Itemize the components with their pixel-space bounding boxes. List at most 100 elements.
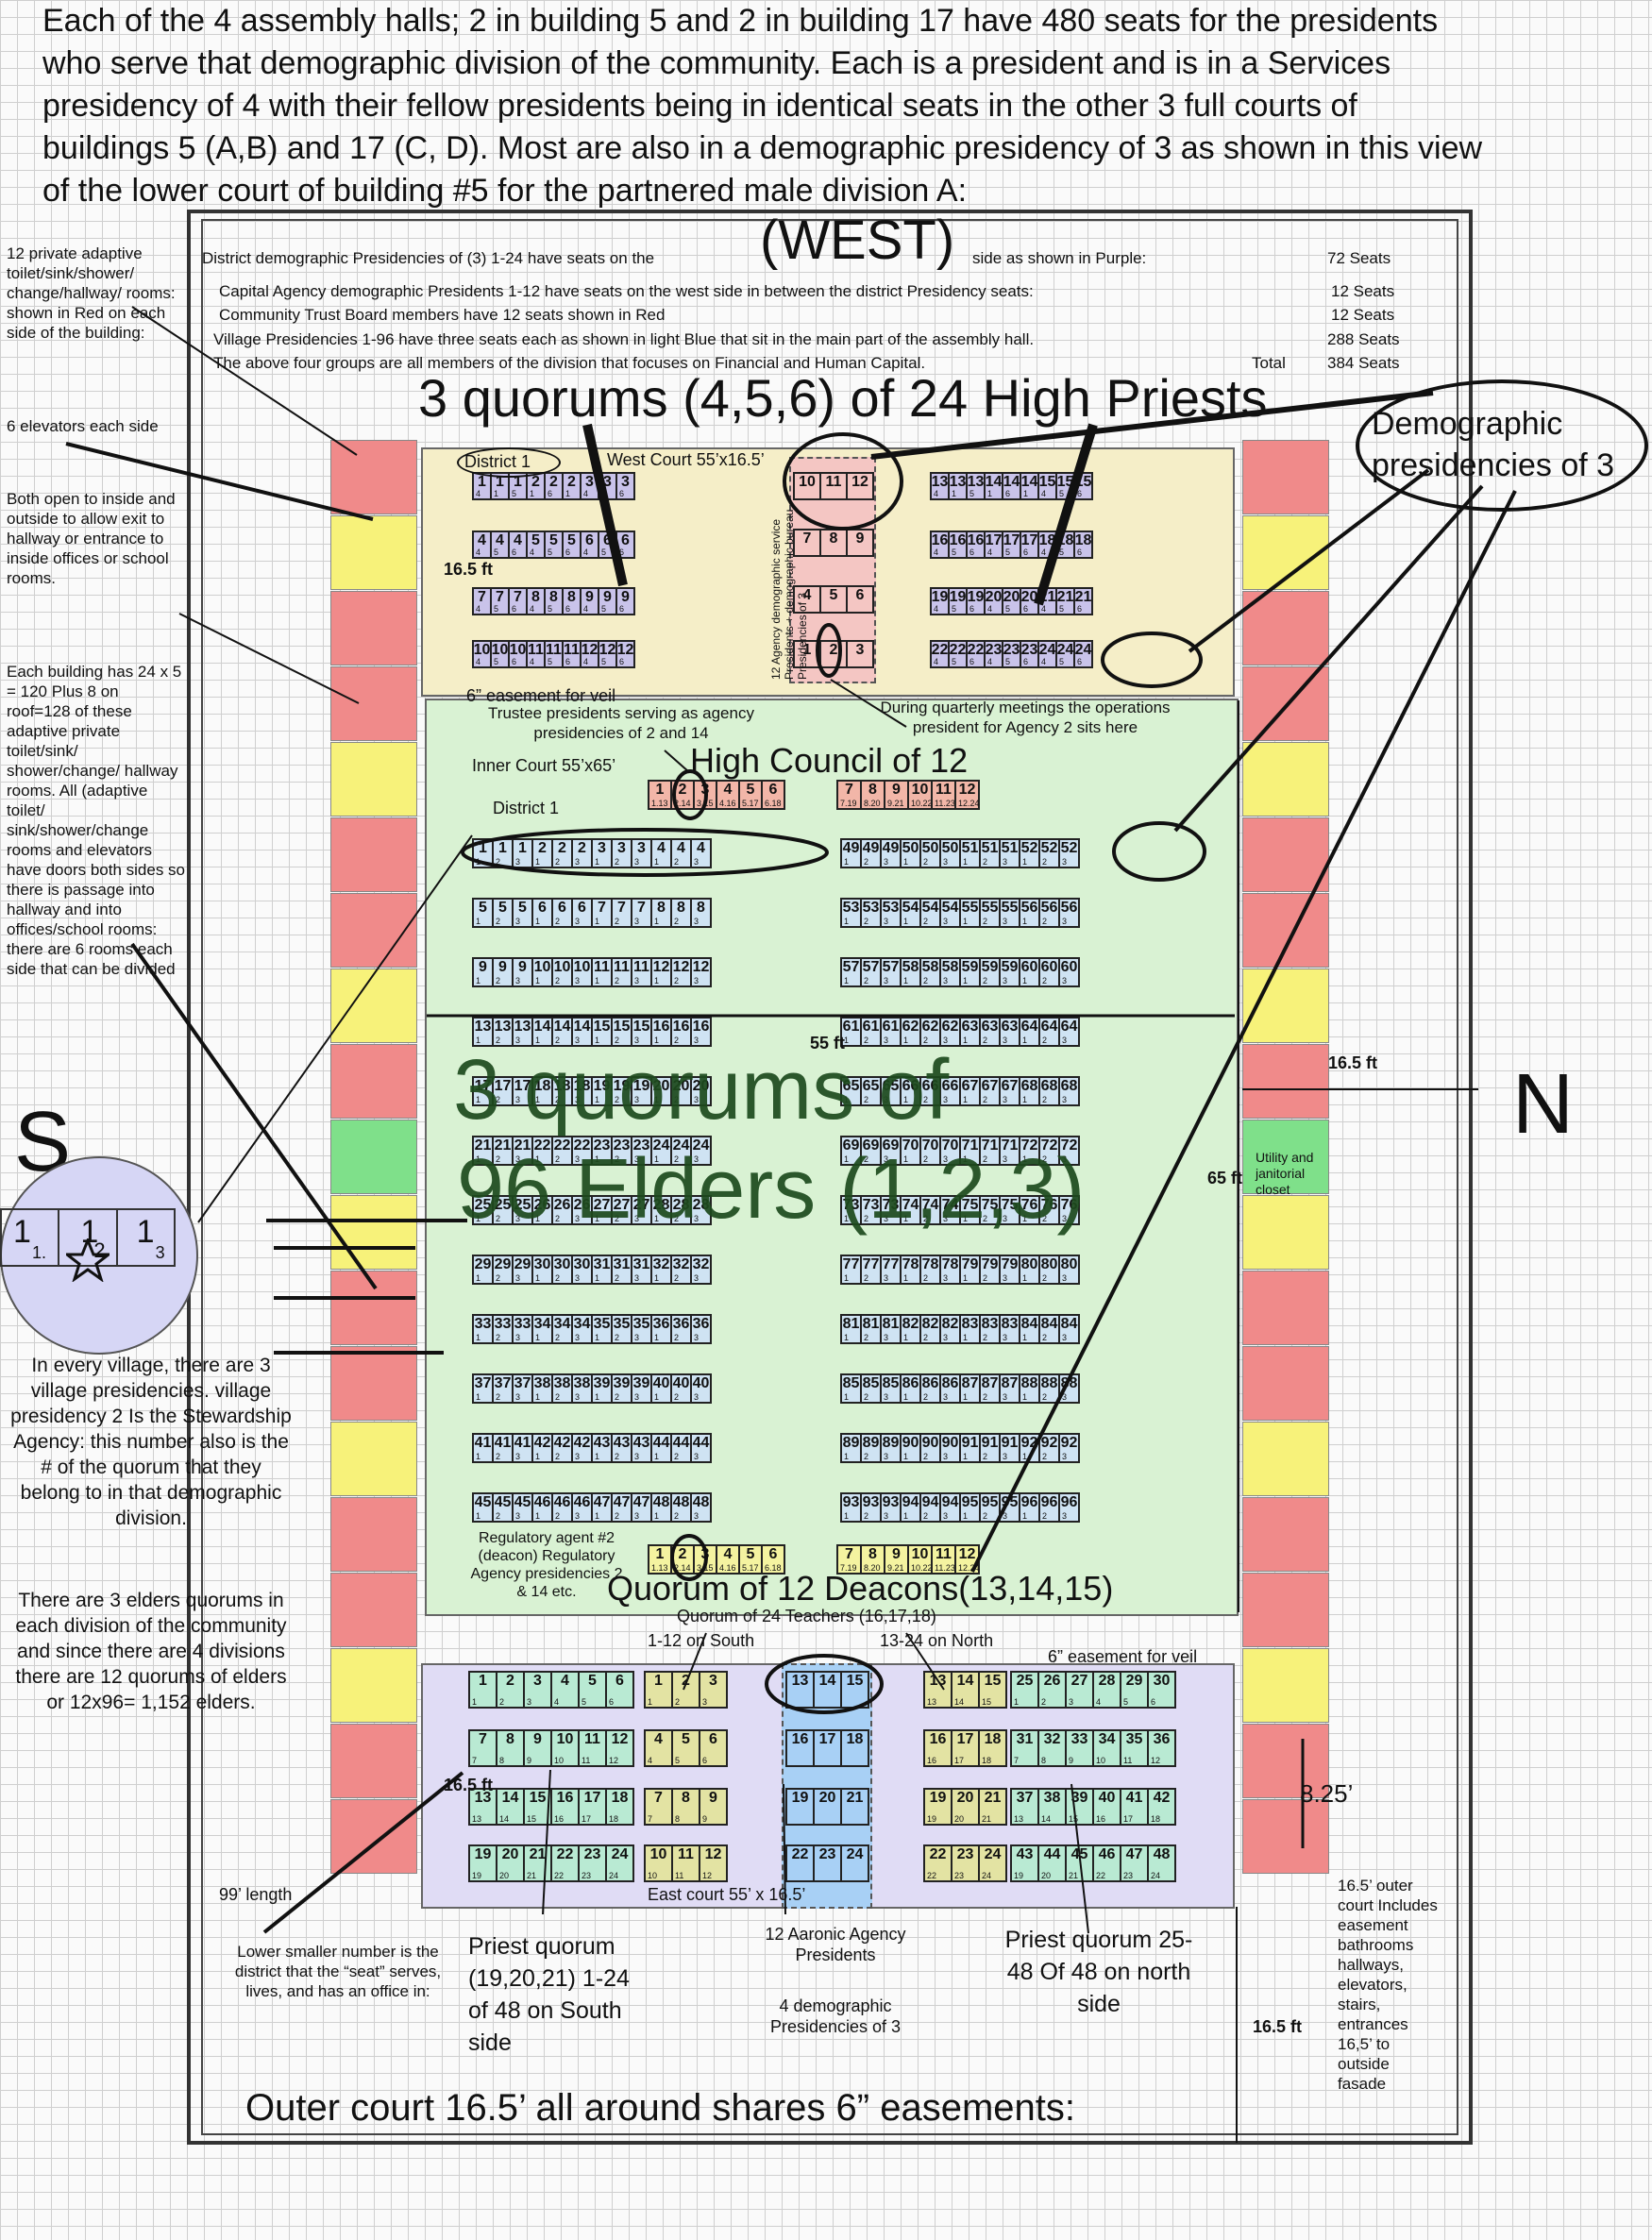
seat-district: 1 [654, 1392, 660, 1402]
seat-number: 15 [1056, 474, 1074, 490]
seat-district: 2 [1042, 1452, 1048, 1461]
seat-number: 10 [556, 1731, 574, 1747]
seat-number: 5 [746, 1546, 755, 1562]
seat-number: 18 [1038, 532, 1056, 548]
seat-number: 3 [855, 642, 865, 658]
seat-district: 1 [1022, 976, 1028, 985]
seat-number: 43 [632, 1435, 650, 1451]
seat: 12 [846, 472, 874, 500]
seat-district: 1 [1023, 489, 1029, 498]
seat-district: 3 [1062, 1333, 1068, 1342]
seat-number: 3 [709, 1673, 717, 1689]
summary-seats-1: 72 Seats [1327, 249, 1391, 267]
seat-number: 9 [585, 589, 594, 605]
high-council-heading: High Council of 12 [690, 741, 969, 780]
seat-district: 3 [575, 1511, 581, 1521]
seat-number: 38 [553, 1375, 571, 1391]
seat-district: 3 [575, 857, 581, 867]
seat-number: 51 [1001, 840, 1019, 856]
seat-number: 53 [842, 900, 860, 916]
seat-number: 48 [692, 1494, 710, 1510]
seat-number: 11 [678, 1846, 694, 1862]
seat-district: 6 [702, 1756, 708, 1765]
seat-number: 50 [902, 840, 919, 856]
seat-district: 1 [844, 1511, 850, 1521]
seat-number: 39 [593, 1375, 611, 1391]
seat-district: 1 [535, 1333, 541, 1342]
seat-number: 57 [882, 959, 900, 975]
seat-district: 18 [982, 1756, 992, 1765]
wall-room-red [1242, 1497, 1329, 1572]
seat-number: 38 [533, 1375, 551, 1391]
seat-number: 8 [868, 782, 877, 798]
seat-district: 4 [987, 657, 993, 666]
elders-note: There are 3 elders quorums in each divis… [15, 1590, 287, 1713]
seat-district: 2 [864, 1036, 869, 1045]
seat-number: 81 [842, 1316, 860, 1332]
seat-number: 33 [1070, 1731, 1088, 1747]
priest-south-label: Priest quorum (19,20,21) 1-24 of 48 on S… [468, 1933, 630, 2056]
seat-number: 4 [723, 1546, 733, 1562]
seat-number: 12 [616, 642, 634, 658]
seat-number: 17 [514, 1078, 531, 1094]
seat-number: 11 [546, 642, 562, 658]
seat-district: 6 [969, 657, 975, 666]
zoom-seat-district: 2 [93, 1238, 106, 1262]
west-agency-ellipse [783, 432, 903, 531]
seat-number: 64 [1040, 1019, 1058, 1035]
seat-district: 2 [983, 1273, 988, 1283]
seat-district: 1 [535, 1511, 541, 1521]
seat-number: 43 [593, 1435, 611, 1451]
seat-district: 4.16 [719, 1563, 736, 1573]
seat-district: 5 [1123, 1697, 1129, 1707]
wall-room-yellow [330, 1422, 417, 1496]
seat-number: 83 [961, 1316, 979, 1332]
seat-number: 62 [902, 1019, 919, 1035]
seat-number: 12 [704, 1846, 722, 1862]
seat-district: 13 [1014, 1814, 1024, 1824]
seat-district: 6 [1023, 604, 1029, 614]
seat-number: 41 [474, 1435, 492, 1451]
seat-district: 3 [515, 1154, 521, 1164]
seat-number: 6 [709, 1731, 717, 1747]
seat-district: 3 [515, 1273, 521, 1283]
seat-district: 1 [535, 917, 541, 926]
seat-number: 93 [862, 1494, 880, 1510]
seat-number: 1 [655, 782, 665, 798]
seat-number: 16 [556, 1790, 574, 1806]
seat-number: 12 [692, 959, 710, 975]
seat-district: 3 [943, 1273, 949, 1283]
seat-number: 87 [961, 1375, 979, 1391]
seat-district: 2 [674, 917, 680, 926]
wall-room-yellow [1242, 1195, 1329, 1270]
seat-number: 4 [478, 532, 486, 548]
summary-line-4: Village Presidencies 1-96 have three sea… [213, 330, 1035, 348]
seat-district: 6 [609, 1697, 615, 1707]
seat-district: 1 [952, 489, 957, 498]
building-inner-wall [201, 219, 1458, 2135]
hc-2-ellipse [672, 769, 708, 820]
seat-number: 68 [1060, 1078, 1078, 1094]
arrow-line [178, 613, 360, 704]
seat-district: 5 [1059, 547, 1065, 557]
seat-district: 10 [648, 1871, 658, 1880]
seat-district: 3 [634, 1392, 640, 1402]
seat-number: 21 [474, 1137, 492, 1154]
seat-district: 3 [1062, 1036, 1068, 1045]
seat-number: 19 [593, 1078, 611, 1094]
seat-district: 3 [884, 1036, 889, 1045]
seat-number: 22 [931, 642, 949, 658]
seat-number: 40 [652, 1375, 670, 1391]
